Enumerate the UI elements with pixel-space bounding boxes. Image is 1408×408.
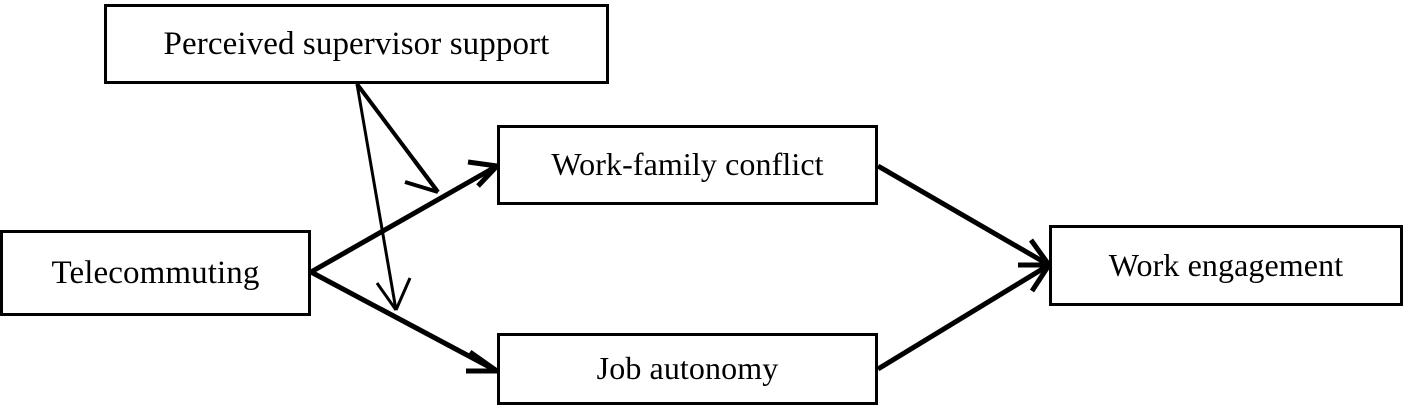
node-label-telecommuting: Telecommuting: [51, 254, 260, 291]
node-perceived-supervisor-support[interactable]: Perceived supervisor support: [104, 4, 609, 84]
edge-support-moderates-autonomy-path: [355, 83, 412, 311]
edge-job-autonomy-to-work-engagement: [876, 262, 1052, 372]
edge-work-family-conflict-to-work-engagement: [876, 163, 1052, 268]
node-work-family-conflict[interactable]: Work-family conflict: [497, 125, 878, 205]
node-work-engagement[interactable]: Work engagement: [1049, 225, 1403, 306]
edge-telecommuting-to-work-family-conflict: [309, 159, 499, 275]
node-label-work-family-conflict: Work-family conflict: [551, 146, 824, 183]
edge-support-moderates-conflict-path: [355, 82, 440, 194]
node-label-work-engagement: Work engagement: [1108, 246, 1344, 283]
node-label-job-autonomy: Job autonomy: [596, 350, 779, 387]
node-label-perceived-supervisor-support: Perceived supervisor support: [163, 25, 550, 62]
node-job-autonomy[interactable]: Job autonomy: [497, 333, 878, 405]
node-telecommuting[interactable]: Telecommuting: [0, 230, 311, 316]
edge-telecommuting-to-job-autonomy: [309, 269, 499, 374]
